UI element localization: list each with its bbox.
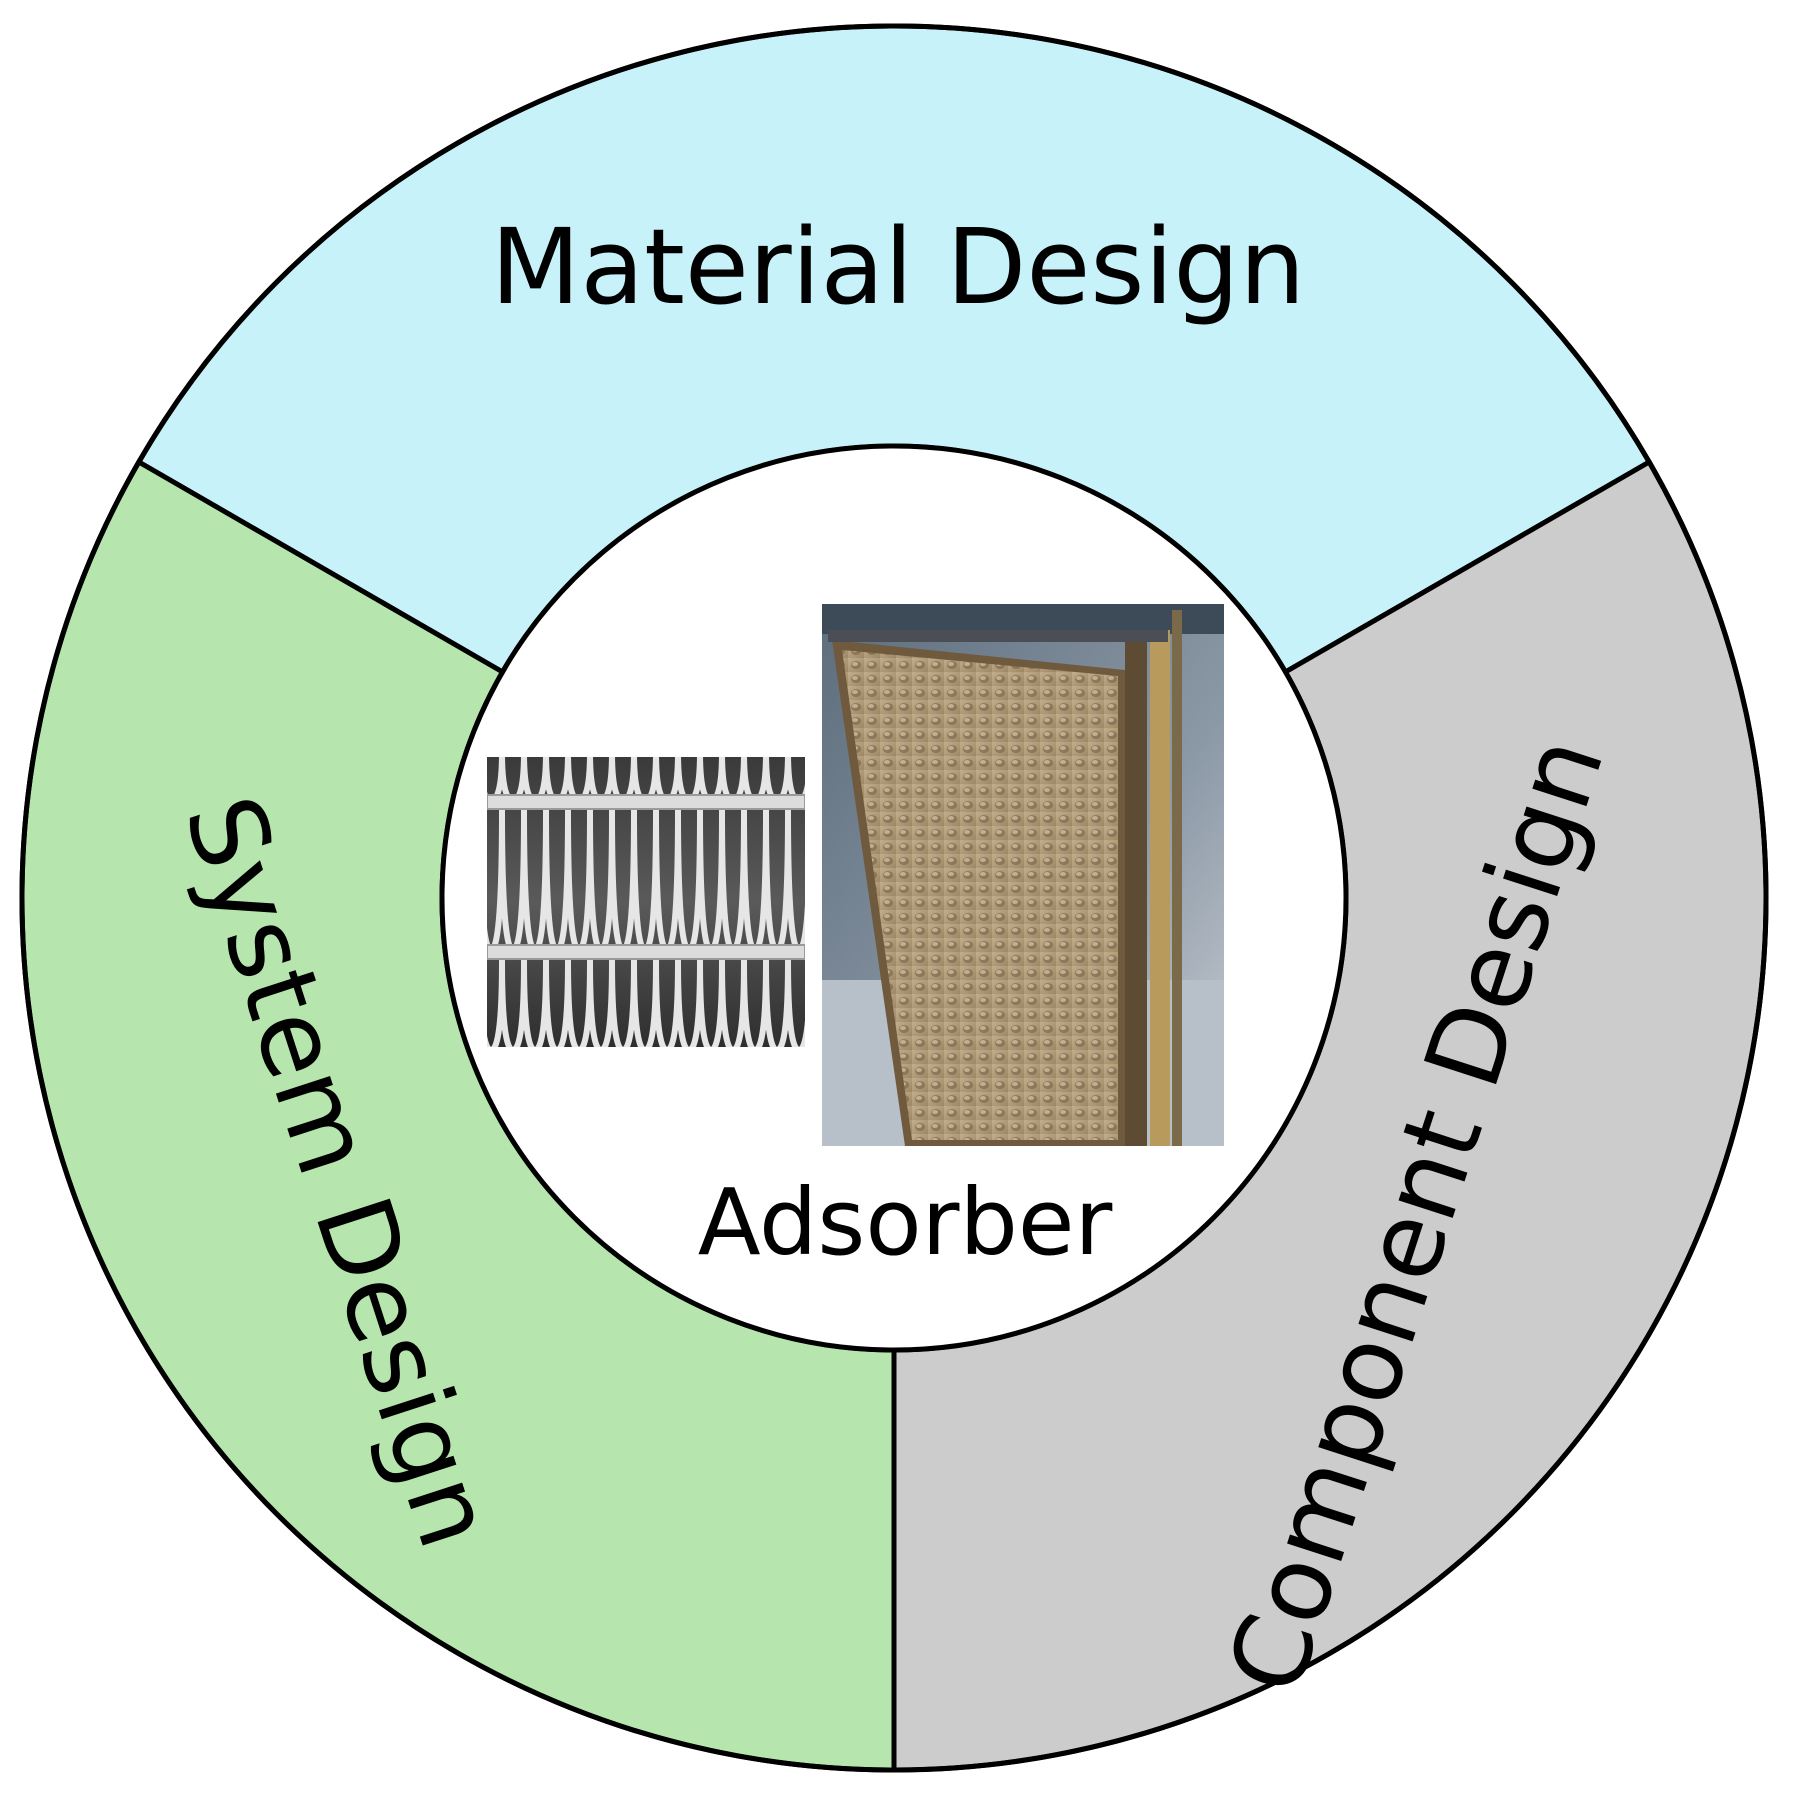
mesh-rod — [487, 794, 805, 810]
mesh-rod — [487, 944, 805, 960]
corrugated-mesh-photo — [487, 757, 805, 1047]
adsorber-label: Adsorber — [698, 1169, 1113, 1276]
adsorber-module-photo — [822, 604, 1224, 1146]
material-design-label: Material Design — [491, 206, 1306, 328]
outer-ring-outline — [19, 23, 1769, 1773]
